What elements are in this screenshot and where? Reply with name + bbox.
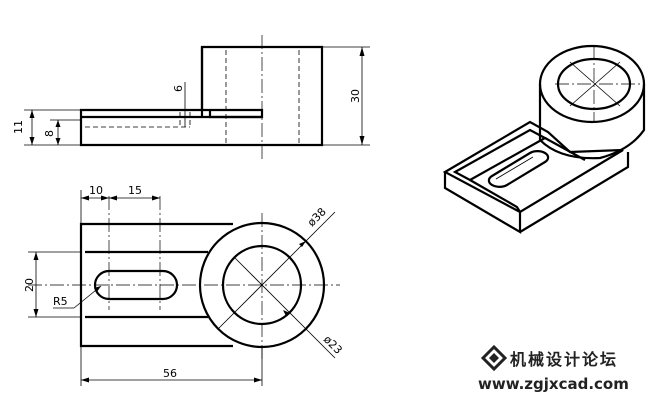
dim-56-label: 56: [163, 367, 177, 380]
watermark-title: 机械设计论坛: [510, 350, 618, 369]
isometric-view: [442, 44, 646, 234]
dim-20-label: 20: [23, 278, 36, 292]
dim-6-label: 6: [172, 85, 185, 92]
dim-r5-label: R5: [53, 295, 68, 308]
watermark-url: www.zgjxcad.com: [478, 375, 629, 393]
dim-30-label: 30: [349, 89, 362, 103]
front-view: 6 30 11 8: [12, 35, 370, 160]
watermark: 机械设计论坛 www.zgjxcad.com: [478, 344, 629, 393]
dim-8-label: 8: [43, 130, 56, 137]
iso-slot: [487, 150, 550, 188]
diamond-logo-icon: [480, 344, 508, 372]
dim-dia23-label: ø23: [321, 333, 345, 357]
iso-base-top: [442, 120, 624, 214]
top-view: 10 15 20 R5 56 ø38 ø23: [23, 184, 345, 386]
dim-10-label: 10: [89, 184, 103, 197]
iso-base-front: [443, 172, 522, 234]
dim-11-label: 11: [12, 120, 25, 134]
dim-15-label: 15: [128, 184, 142, 197]
dim-dia38-label: ø38: [305, 205, 329, 229]
